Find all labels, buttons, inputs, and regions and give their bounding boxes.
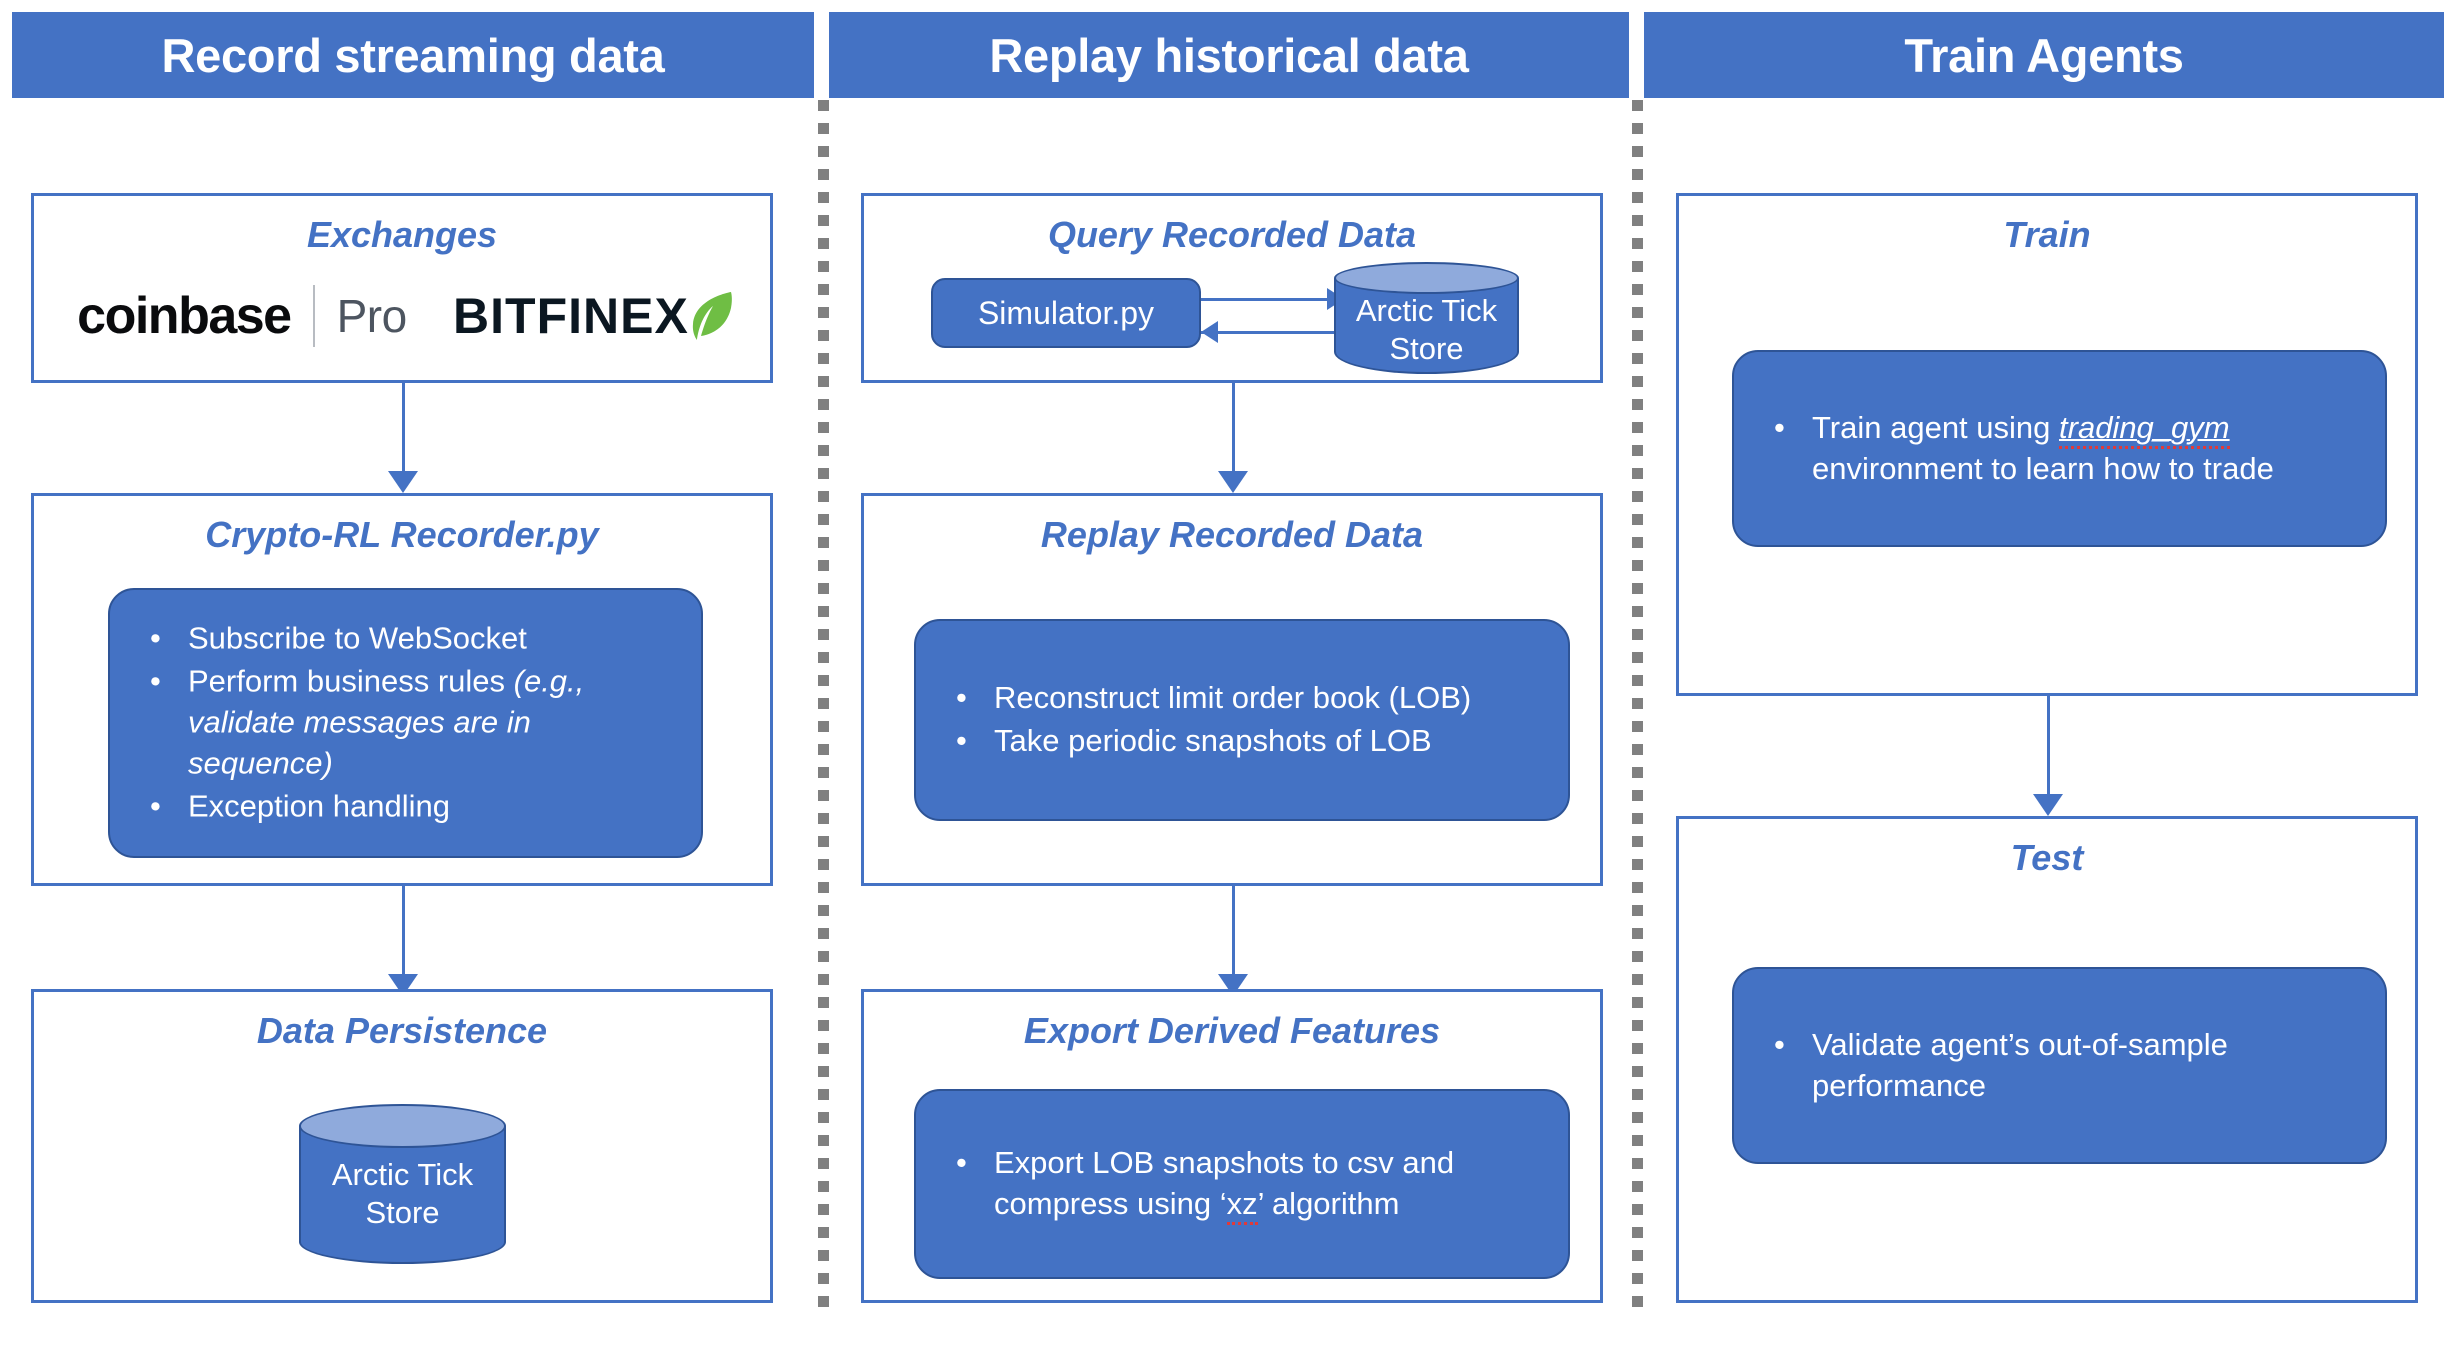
stage-box-query-recorded-data: Query Recorded Data Simulator.py Arctic … <box>861 193 1603 383</box>
bullet-dot-icon: • <box>1774 409 1785 445</box>
bullet-text-run: Take periodic snapshots of LOB <box>994 723 1432 758</box>
bullet-dot-icon: • <box>150 620 161 656</box>
bullet-text-run: (e.g., validate messages are in sequence… <box>188 663 585 781</box>
bullet-dot-icon: • <box>1774 1026 1785 1062</box>
test-bullet-list: • Validate agent’s out-of-sample performa… <box>1734 1024 2385 1108</box>
bullet-dot-icon: • <box>956 680 967 715</box>
column-header-record-streaming-data: Record streaming data <box>12 12 814 98</box>
simulator-py-label: Simulator.py <box>977 294 1155 331</box>
bullet-text-run: Export LOB snapshots to csv and compress… <box>994 1145 1455 1221</box>
stage-box-train: Train • Train agent using trading_gym env… <box>1676 193 2418 696</box>
cylinder-label-line2: Store <box>1389 331 1464 366</box>
stage-title-export-derived-features: Export Derived Features <box>1023 1010 1441 1051</box>
column-divider-right <box>1632 100 1643 1316</box>
bitfinex-leaf-icon <box>692 292 732 340</box>
arrow-store-to-simulator <box>1201 321 1344 343</box>
bullet-text-run: trading_gym <box>2059 409 2230 449</box>
recorder-bullet-list: • Subscribe to WebSocket • Perform business… <box>110 618 701 829</box>
bullet-dot-icon: • <box>150 788 161 824</box>
bullet-item: • Reconstruct limit order book (LOB) <box>916 677 1568 718</box>
bullet-item: • Perform business rules (e.g., validate … <box>110 661 701 784</box>
column-header-label: Record streaming data <box>161 28 665 82</box>
stage-title-data-persistence: Data Persistence <box>256 1010 548 1051</box>
recorder-details-card: • Subscribe to WebSocket • Perform business… <box>108 588 703 858</box>
stage-box-crypto-rl-recorder: Crypto-RL Recorder.py • Subscribe to WebS… <box>31 493 773 886</box>
bullet-text-run: Subscribe to WebSocket <box>188 620 527 656</box>
column-header-replay-historical-data: Replay historical data <box>829 12 1629 98</box>
stage-title-train: Train <box>2003 214 2091 255</box>
stage-title-crypto-rl-recorder: Crypto-RL Recorder.py <box>205 514 599 555</box>
bullet-text-run: Train agent using <box>1812 409 2060 445</box>
arrow-query-to-replay <box>1217 383 1249 493</box>
bitfinex-logo: BITFINEX <box>453 287 733 345</box>
bitfinex-wordmark: BITFINEX <box>453 288 689 344</box>
simulator-py-node: Simulator.py <box>931 278 1201 348</box>
column-divider-left <box>818 100 829 1316</box>
cylinder-label-line2: Store <box>365 1195 440 1230</box>
exchange-logo-row: coinbase Pro BITFINEX <box>54 268 756 364</box>
arctic-tick-store-cylinder: Arctic Tick Store <box>299 1104 506 1264</box>
test-details-card: • Validate agent’s out-of-sample performa… <box>1732 967 2387 1164</box>
stage-title-replay-recorded-data: Replay Recorded Data <box>1040 514 1424 555</box>
bullet-text-run: Reconstruct limit order book (LOB) <box>994 680 1472 715</box>
arrow-train-to-test <box>2032 696 2064 816</box>
stage-title-exchanges: Exchanges <box>306 214 498 255</box>
arrow-replay-to-export <box>1217 886 1249 996</box>
arrow-exchanges-to-recorder <box>387 383 419 493</box>
stage-box-data-persistence: Data Persistence Arctic Tick Store <box>31 989 773 1303</box>
column-header-train-agents: Train Agents <box>1644 12 2444 98</box>
stage-title-query-recorded-data: Query Recorded Data <box>1047 214 1417 255</box>
coinbase-wordmark: coinbase <box>77 287 292 345</box>
arctic-tick-store-cylinder: Arctic Tick Store <box>1334 262 1519 374</box>
column-header-label: Replay historical data <box>989 28 1469 82</box>
cylinder-label: Arctic Tick Store <box>299 1156 506 1232</box>
bullet-item: • Validate agent’s out-of-sample performa… <box>1734 1024 2385 1106</box>
bullet-text-run: ’ algorithm <box>1257 1186 1400 1221</box>
bullet-text-run: Validate agent’s out-of-sample performan… <box>1812 1026 2228 1103</box>
arrow-recorder-to-persistence <box>387 886 419 996</box>
stage-box-replay-recorded-data: Replay Recorded Data • Reconstruct limit … <box>861 493 1603 886</box>
export-bullet-list: • Export LOB snapshots to csv and compres… <box>916 1142 1568 1226</box>
replay-bullet-list: • Reconstruct limit order book (LOB) • Take… <box>916 677 1568 763</box>
cylinder-label-line1: Arctic Tick <box>1355 293 1498 328</box>
pro-wordmark: Pro <box>336 290 408 342</box>
bullet-item: • Subscribe to WebSocket <box>110 618 701 659</box>
bullet-item: • Export LOB snapshots to csv and compres… <box>916 1142 1568 1225</box>
coinbase-pro-logo: coinbase Pro <box>77 285 407 347</box>
arrow-simulator-to-store <box>1201 288 1344 310</box>
bullet-item: • Exception handling <box>110 786 701 827</box>
bullet-dot-icon: • <box>150 663 161 699</box>
replay-details-card: • Reconstruct limit order book (LOB) • Take… <box>914 619 1570 821</box>
train-bullet-list: • Train agent using trading_gym environme… <box>1734 407 2385 491</box>
bullet-text-run: Exception handling <box>188 788 450 824</box>
cylinder-label: Arctic Tick Store <box>1334 292 1519 368</box>
bullet-text-run: xz <box>1226 1186 1258 1225</box>
column-header-label: Train Agents <box>1904 28 2184 82</box>
bullet-dot-icon: • <box>956 723 967 758</box>
stage-title-test: Test <box>2010 837 2084 878</box>
bullet-dot-icon: • <box>956 1145 967 1180</box>
logo-separator <box>312 285 315 347</box>
bullet-text-run: Perform business rules <box>188 663 514 699</box>
stage-box-exchanges: Exchanges coinbase Pro BITFINEX <box>31 193 773 383</box>
cylinder-label-line1: Arctic Tick <box>331 1157 474 1192</box>
bullet-item: • Take periodic snapshots of LOB <box>916 720 1568 761</box>
train-details-card: • Train agent using trading_gym environme… <box>1732 350 2387 547</box>
export-details-card: • Export LOB snapshots to csv and compres… <box>914 1089 1570 1279</box>
stage-box-test: Test • Validate agent’s out-of-sample per… <box>1676 816 2418 1303</box>
bullet-text-run: environment to learn how to trade <box>1812 450 2274 486</box>
stage-box-export-derived-features: Export Derived Features • Export LOB snap… <box>861 989 1603 1303</box>
bullet-item: • Train agent using trading_gym environme… <box>1734 407 2385 489</box>
